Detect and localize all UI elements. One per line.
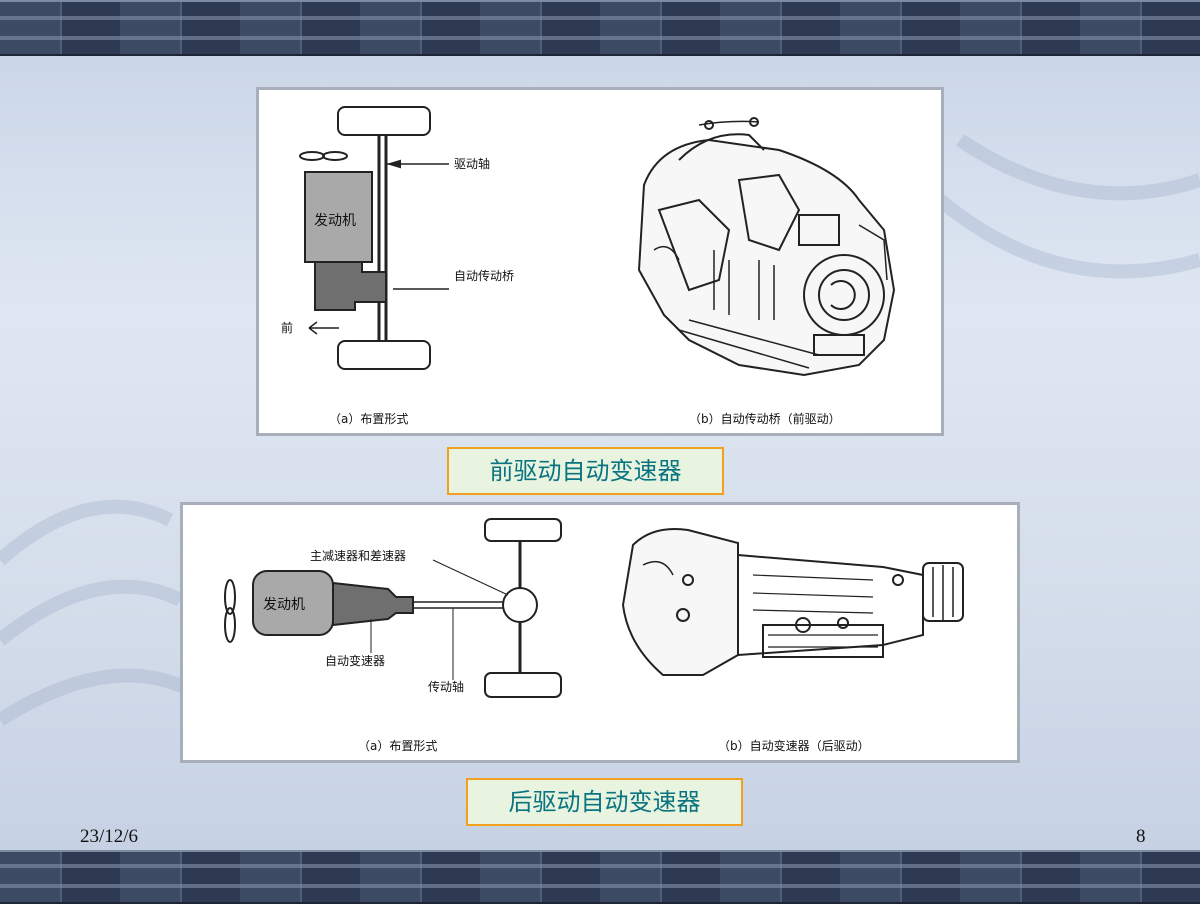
- rear-transmission-block: [332, 581, 414, 627]
- label-forward: 前: [281, 320, 293, 335]
- rear-drive-figure: 主减速器和差速器 发动机 自动变速器 传动轴 （a）布置形式 （b）自动变速器（…: [180, 502, 1020, 763]
- slide-date: 23/12/6: [80, 826, 139, 847]
- label-engine: 发动机: [314, 213, 356, 229]
- front-drive-title: 前驱动自动变速器: [447, 447, 724, 495]
- rear-transmission-illustration: [621, 528, 964, 676]
- differential: [502, 587, 538, 623]
- label-prop-shaft: 传动轴: [428, 679, 464, 694]
- rear-drive-title: 后驱动自动变速器: [466, 778, 743, 826]
- label-rear-engine: 发动机: [263, 597, 305, 613]
- label-transaxle: 自动传动桥: [454, 268, 514, 283]
- slide-page-number: 8: [1136, 826, 1146, 847]
- transaxle-illustration: [637, 117, 896, 377]
- transaxle-block: [314, 261, 387, 311]
- top-decorative-band: [0, 0, 1200, 56]
- bottom-decorative-band: [0, 850, 1200, 904]
- caption-b-rear: （b）自动变速器（后驱动）: [718, 738, 870, 753]
- front-drive-figure: 驱动轴 发动机 自动传动桥 前 （a）布置形式 （b）自动传动桥（前驱动）: [256, 87, 944, 436]
- fan-icon: [224, 579, 236, 615]
- caption-a-rear: （a）布置形式: [358, 739, 437, 753]
- label-drive-shaft: 驱动轴: [454, 156, 490, 171]
- caption-b-front: （b）自动传动桥（前驱动）: [689, 411, 841, 426]
- fan-icon: [299, 151, 325, 161]
- label-transmission: 自动变速器: [325, 653, 385, 668]
- label-final-drive: 主减速器和差速器: [310, 549, 406, 563]
- front-wheel-top: [337, 106, 431, 136]
- front-wheel-bottom: [337, 340, 431, 370]
- caption-a-front: （a）布置形式: [329, 412, 408, 426]
- front-layout-schematic: [299, 106, 449, 370]
- rear-layout-schematic: [224, 518, 562, 698]
